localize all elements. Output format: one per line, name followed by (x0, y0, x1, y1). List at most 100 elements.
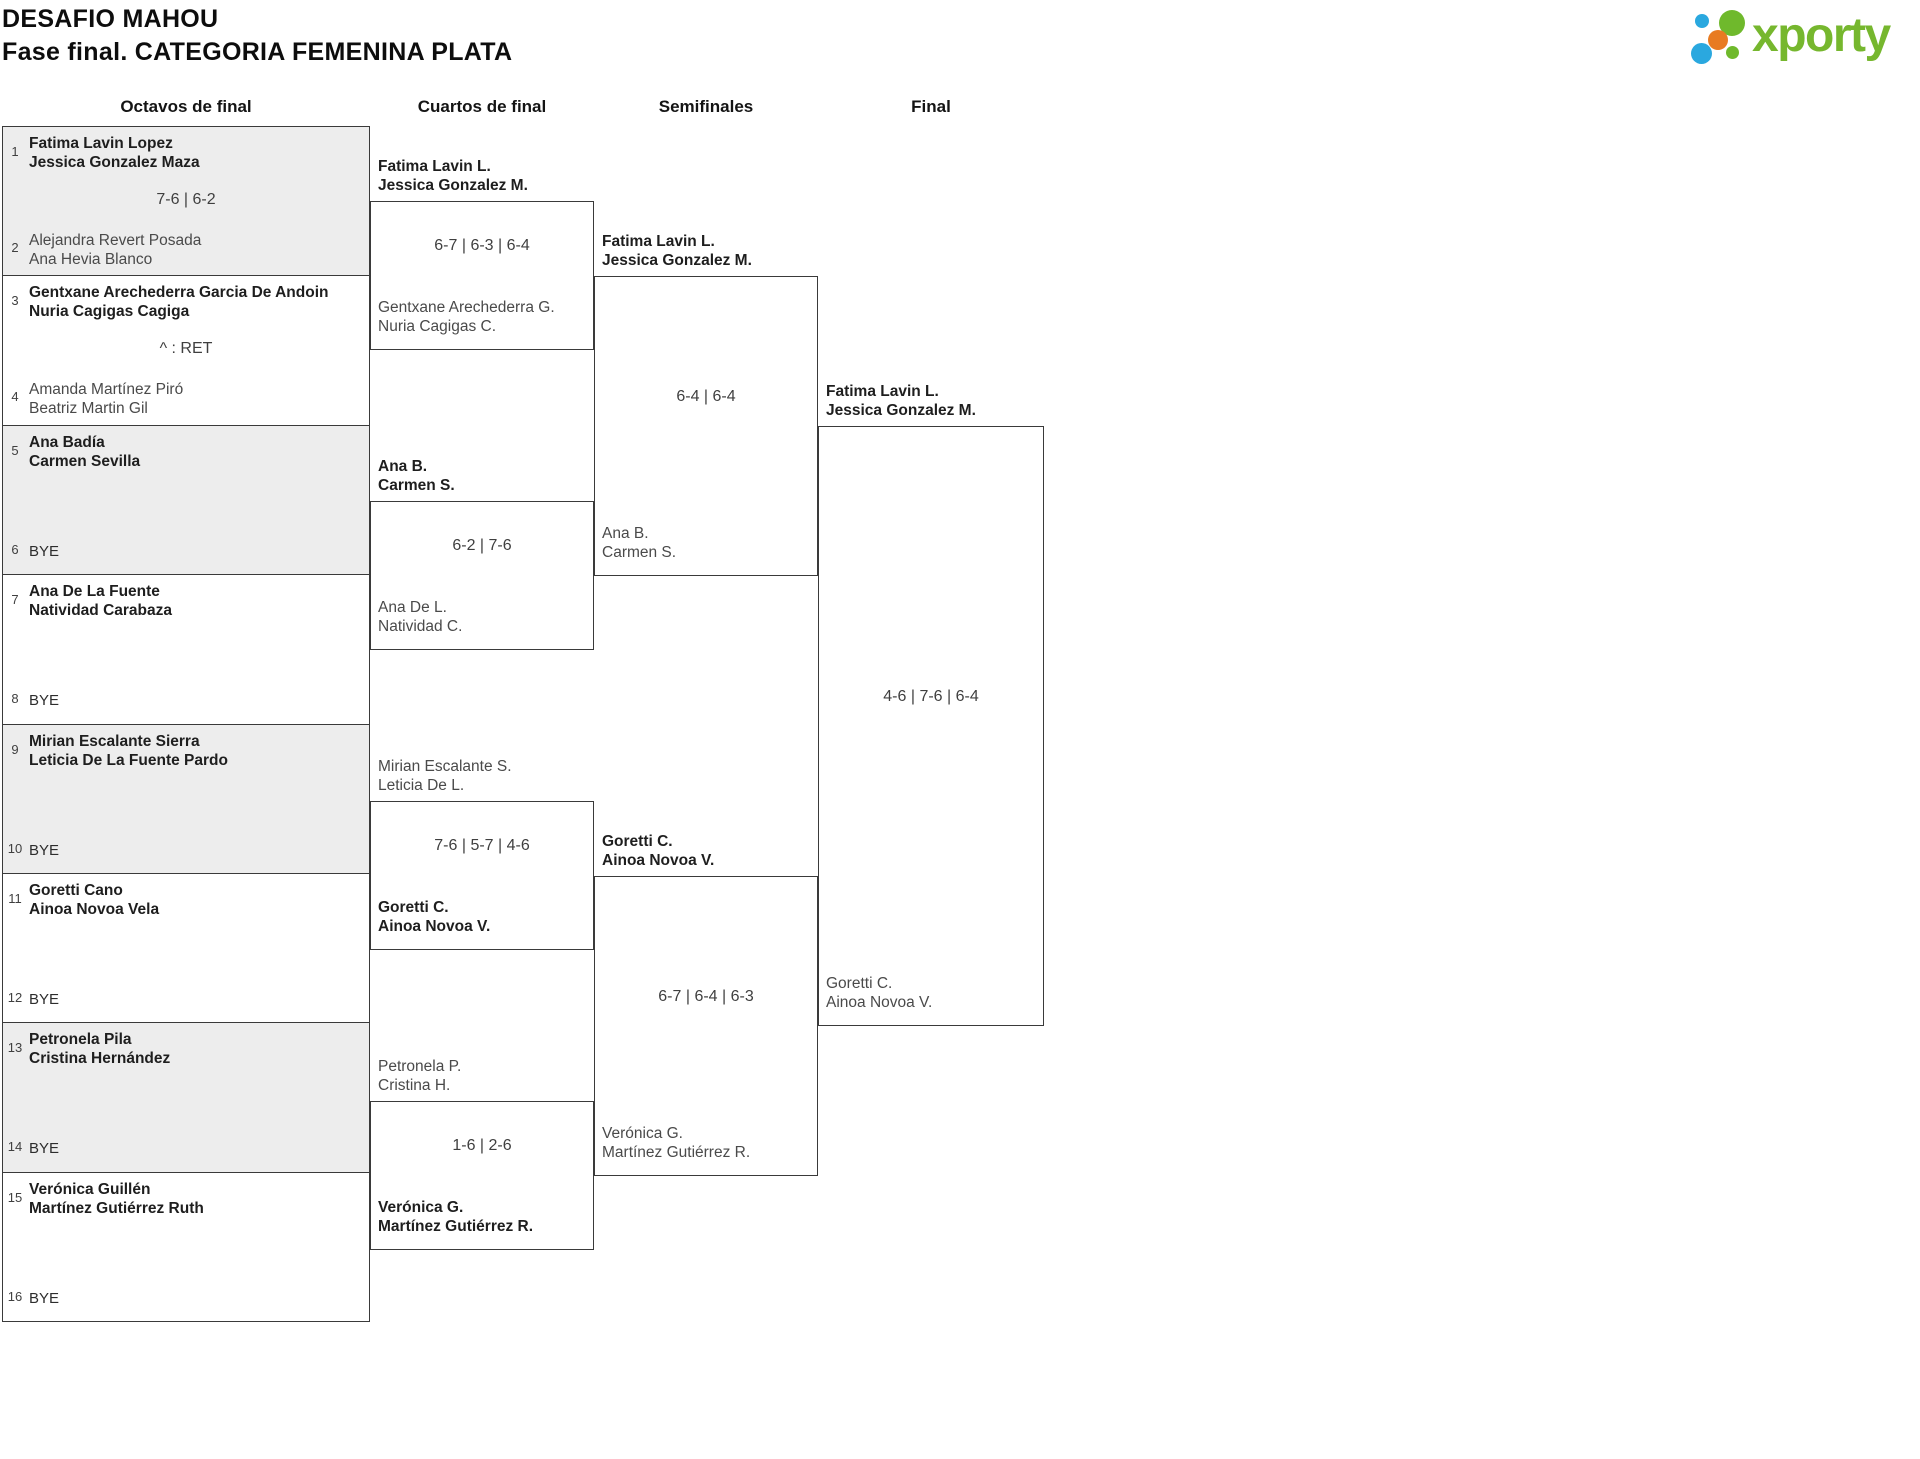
seed-number: 14 (7, 1139, 23, 1155)
seed-number: 7 (11, 592, 19, 608)
player-name: Ana De La Fuente (29, 583, 160, 601)
xporty-logo[interactable]: xporty (1685, 5, 1915, 75)
bye-label: BYE (29, 990, 60, 1008)
player-name: Gentxane Arechederra G. (378, 299, 555, 316)
seed-number: 15 (7, 1189, 23, 1205)
round-header-octavos: Octavos de final (120, 97, 252, 116)
player-name: Gentxane Arechederra Garcia De Andoin (29, 284, 329, 302)
player-name: Jessica Gonzalez Maza (29, 154, 200, 171)
player-name: Mirian Escalante Sierra (29, 732, 200, 750)
player-name: Ainoa Novoa V. (602, 852, 715, 869)
player-name: Carmen S. (602, 544, 677, 561)
logo-dot-blue-small (1695, 14, 1709, 28)
player-name: Leticia De L. (378, 777, 465, 794)
cuartos-match-1-box (370, 201, 594, 350)
player-name: Goretti C. (378, 899, 449, 916)
seed-number: 2 (11, 240, 19, 255)
phase-category-name: Fase final. CATEGORIA FEMENINA PLATA (2, 38, 513, 66)
team-entry: Goretti C. Ainoa Novoa V. (826, 974, 932, 1012)
team-entry: Ana B. Carmen S. (378, 457, 455, 495)
seed-number: 8 (11, 691, 19, 707)
bye-label: BYE (29, 1289, 60, 1307)
match-score: 6-7 | 6-3 | 6-4 (434, 237, 530, 254)
player-name: Fatima Lavin Lopez (29, 135, 173, 152)
team-entry: Fatima Lavin L. Jessica Gonzalez M. (378, 157, 528, 195)
bye-label: BYE (29, 692, 60, 710)
seed-number: 3 (11, 293, 19, 309)
player-name: Jessica Gonzalez M. (826, 402, 976, 419)
seed-number: 4 (11, 389, 19, 405)
player-name: Ana B. (602, 525, 649, 542)
player-name: Jessica Gonzalez M. (378, 177, 528, 194)
player-name: Goretti C. (826, 975, 893, 992)
team-entry: Gentxane Arechederra Garcia De Andoin Nu… (29, 283, 328, 321)
team-entry: Petronela P. Cristina H. (378, 1057, 461, 1095)
player-name: Nuria Cagigas Cagiga (29, 303, 190, 321)
seed-number: 16 (7, 1288, 23, 1304)
player-name: Natividad C. (378, 618, 463, 635)
match-score: 7-6 | 6-2 (156, 191, 216, 208)
seed-number: 1 (11, 144, 19, 159)
team-entry: Fatima Lavin L. Jessica Gonzalez M. (826, 382, 976, 420)
round-header-final: Final (911, 97, 951, 116)
team-entry: Goretti C. Ainoa Novoa V. (378, 898, 490, 936)
seed-number: 10 (7, 840, 23, 856)
player-name: Ana B. (378, 458, 428, 475)
octavos-match-8: 15 Verónica Guillén Martínez Gutiérrez R… (3, 1173, 369, 1321)
player-name: Natividad Carabaza (29, 602, 172, 620)
bye-label: BYE (29, 542, 60, 560)
semifinal-match-2-box (594, 876, 818, 1176)
bye-label: BYE (29, 841, 60, 859)
match-score: 1-6 | 2-6 (452, 1137, 512, 1154)
player-name: Beatriz Martin Gil (29, 400, 148, 418)
octavos-match-4: 7 Ana De La Fuente Natividad Carabaza 8 … (3, 575, 369, 725)
player-name: Martínez Gutiérrez Ruth (29, 1199, 204, 1217)
player-name: Amanda Martínez Piró (29, 381, 184, 399)
octavos-match-7: 13 Petronela Pila Cristina Hernández 14 … (3, 1023, 369, 1173)
player-name: Ainoa Novoa V. (826, 994, 933, 1011)
player-name: Cristina H. (378, 1077, 451, 1094)
match-score: 6-7 | 6-4 | 6-3 (658, 988, 754, 1005)
tournament-name: DESAFIO MAHOU (2, 5, 219, 33)
team-entry: Fatima Lavin L. Jessica Gonzalez M. (602, 232, 752, 270)
logo-dot-green-small (1726, 46, 1739, 59)
team-entry: Verónica G. Martínez Gutiérrez R. (602, 1124, 750, 1162)
player-name: Nuria Cagigas C. (378, 318, 497, 335)
player-name: Alejandra Revert Posada (29, 232, 202, 249)
team-entry: Verónica Guillén Martínez Gutiérrez Ruth (29, 1180, 204, 1218)
team-entry: Gentxane Arechederra G. Nuria Cagigas C. (378, 298, 555, 336)
player-name: Carmen S. (378, 477, 455, 494)
final-match-box (818, 426, 1044, 1026)
player-name: Ainoa Novoa Vela (29, 900, 160, 918)
team-entry: Fatima Lavin Lopez Jessica Gonzalez Maza (29, 134, 200, 172)
match-score: 6-4 | 6-4 (676, 388, 736, 405)
seed-number: 6 (11, 541, 19, 557)
player-name: Petronela Pila (29, 1031, 132, 1049)
team-entry: Ana De L. Natividad C. (378, 598, 462, 636)
bye-label: BYE (29, 1140, 60, 1158)
octavos-column: 1 Fatima Lavin Lopez Jessica Gonzalez Ma… (2, 126, 370, 1322)
player-name: Martínez Gutiérrez R. (602, 1144, 751, 1161)
logo-wordmark: xporty (1752, 9, 1891, 62)
octavos-match-5: 9 Mirian Escalante Sierra Leticia De La … (3, 724, 369, 874)
player-name: Goretti C. (602, 833, 673, 850)
page-title: DESAFIO MAHOU Fase final. CATEGORIA FEME… (2, 3, 512, 69)
player-name: Leticia De La Fuente Pardo (29, 751, 228, 769)
match-score: 4-6 | 7-6 | 6-4 (883, 688, 979, 705)
player-name: Ana De L. (378, 599, 447, 616)
match-score: 7-6 | 5-7 | 4-6 (434, 837, 530, 854)
octavos-match-3: 5 Ana Badía Carmen Sevilla 6 BYE (3, 425, 369, 576)
player-name: Ana Hevia Blanco (29, 251, 153, 268)
team-entry: Ana De La Fuente Natividad Carabaza (29, 582, 172, 620)
seed-number: 5 (11, 442, 19, 458)
octavos-match-2: 3 Gentxane Arechederra Garcia De Andoin … (3, 276, 369, 426)
player-name: Mirian Escalante S. (378, 758, 512, 775)
player-name: Ana Badía (29, 433, 105, 451)
octavos-match-6: 11 Goretti Cano Ainoa Novoa Vela 12 BYE (3, 874, 369, 1024)
seed-number: 9 (11, 741, 19, 757)
player-name: Fatima Lavin L. (602, 233, 715, 250)
team-entry: Ana Badía Carmen Sevilla (29, 433, 140, 471)
player-name: Jessica Gonzalez M. (602, 252, 752, 269)
logo-dot-orange (1708, 30, 1728, 50)
